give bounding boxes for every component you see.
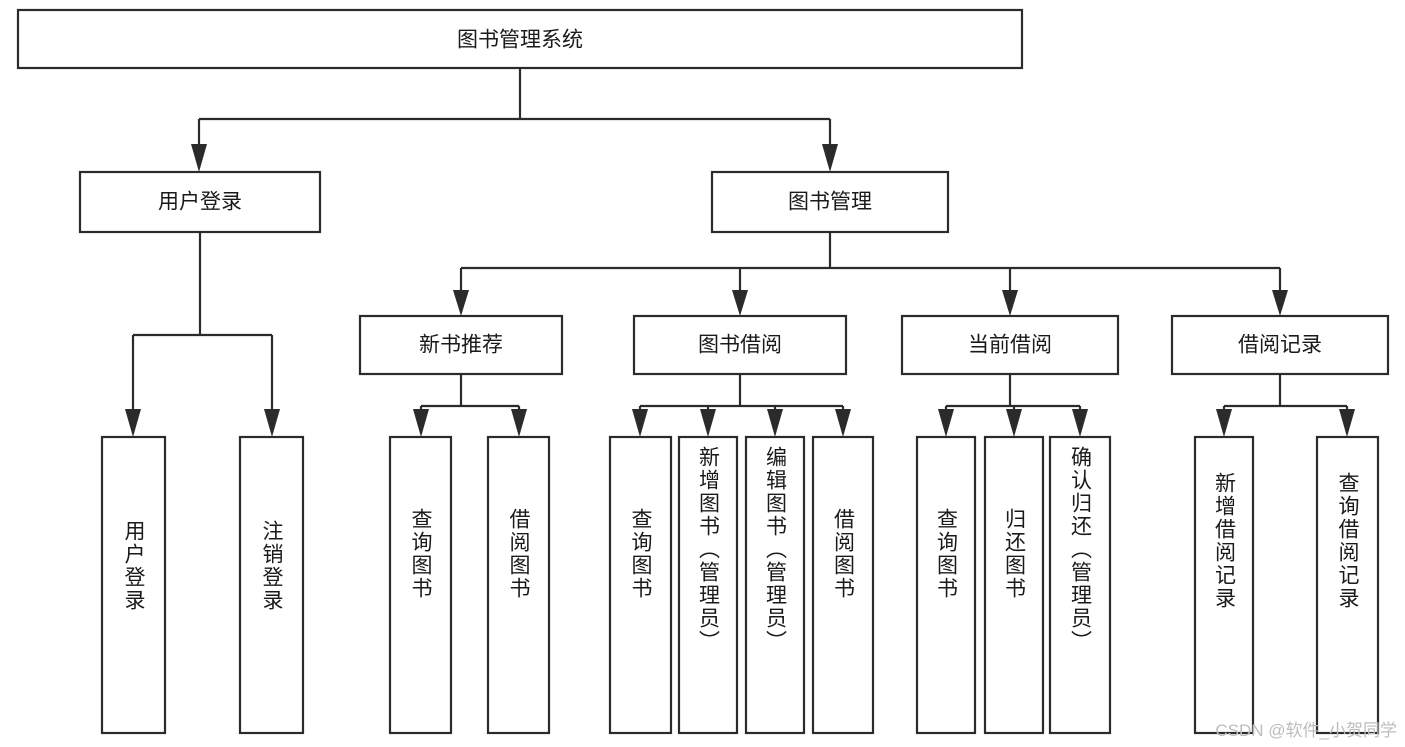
arrow-head-confirm-return xyxy=(1072,409,1088,437)
node-borrow-record-box[interactable] xyxy=(1170,314,1390,376)
arrow-head-edit-book xyxy=(767,409,783,437)
connector-group-borrow-record xyxy=(1216,374,1355,437)
arrow-head-query-book-b xyxy=(632,409,648,437)
connector-group-root xyxy=(191,68,838,172)
connector-group-book-borrow xyxy=(632,374,851,437)
node-l4-confirm-return-box[interactable] xyxy=(1048,435,1112,735)
arrow-head-book-borrow xyxy=(732,290,748,316)
node-l4-logout-box[interactable] xyxy=(238,435,305,735)
node-borrow-record-label: 借阅记录 xyxy=(1238,334,1322,357)
node-book-borrow-label: 图书借阅 xyxy=(698,334,782,357)
connector-group-book-manage xyxy=(453,232,1288,316)
node-book-manage[interactable]: 图书管理 xyxy=(710,170,950,234)
node-l4-borrow-book-a-box[interactable] xyxy=(486,435,551,735)
node-root-box[interactable] xyxy=(16,8,1024,70)
node-l4-return-book-box[interactable] xyxy=(983,435,1045,735)
node-new-book-rec-box[interactable] xyxy=(358,314,564,376)
node-l4-borrow-book-b-box[interactable] xyxy=(811,435,875,735)
node-user-login-box[interactable] xyxy=(78,170,322,234)
node-book-manage-box[interactable] xyxy=(710,170,950,234)
arrow-head-user-login xyxy=(191,144,207,172)
node-l4-add-book-box[interactable] xyxy=(677,435,739,735)
arrow-head-query-book-a xyxy=(413,409,429,437)
node-root-label: 图书管理系统 xyxy=(457,29,583,52)
node-l4-query-record-box[interactable] xyxy=(1315,435,1380,735)
node-l4-user-login-box[interactable] xyxy=(100,435,167,735)
node-l4-query-book-b-box[interactable] xyxy=(608,435,673,735)
arrow-head-new-book-rec xyxy=(453,290,469,316)
node-new-book-rec[interactable]: 新书推荐 xyxy=(358,314,564,376)
arrow-head-query-record xyxy=(1339,409,1355,437)
connector-group-current-borrow xyxy=(938,374,1088,437)
arrow-head-query-book-c xyxy=(938,409,954,437)
node-user-login[interactable]: 用户登录 xyxy=(78,170,322,234)
node-new-book-rec-label: 新书推荐 xyxy=(419,334,503,357)
node-root[interactable]: 图书管理系统 xyxy=(16,8,1024,70)
arrow-head-add-book xyxy=(700,409,716,437)
arrow-head-book-manage xyxy=(822,144,838,172)
arrow-head-current-borrow xyxy=(1002,290,1018,316)
watermark-text: CSDN @软件_小贺同学 xyxy=(1215,721,1397,740)
node-l4-add-record-box[interactable] xyxy=(1193,435,1255,735)
node-book-manage-label: 图书管理 xyxy=(788,191,872,214)
node-current-borrow-box[interactable] xyxy=(900,314,1120,376)
node-current-borrow-label: 当前借阅 xyxy=(968,334,1052,357)
node-borrow-record[interactable]: 借阅记录 xyxy=(1170,314,1390,376)
arrow-head-l4-logout xyxy=(264,409,280,437)
node-l4-edit-book-box[interactable] xyxy=(744,435,806,735)
node-current-borrow[interactable]: 当前借阅 xyxy=(900,314,1120,376)
arrow-head-return-book xyxy=(1006,409,1022,437)
arrow-head-borrow-book-b xyxy=(835,409,851,437)
connector-group-new-book-rec xyxy=(413,374,527,437)
node-book-borrow[interactable]: 图书借阅 xyxy=(632,314,848,376)
node-l4-query-book-a-box[interactable] xyxy=(388,435,453,735)
node-user-login-label: 用户登录 xyxy=(158,191,242,214)
arrow-head-borrow-book-a xyxy=(511,409,527,437)
node-book-borrow-box[interactable] xyxy=(632,314,848,376)
arrow-head-l4-user-login xyxy=(125,409,141,437)
node-l4-query-book-c-box[interactable] xyxy=(915,435,977,735)
connector-group-user-login xyxy=(125,232,280,437)
arrow-head-borrow-record xyxy=(1272,290,1288,316)
arrow-head-add-record xyxy=(1216,409,1232,437)
